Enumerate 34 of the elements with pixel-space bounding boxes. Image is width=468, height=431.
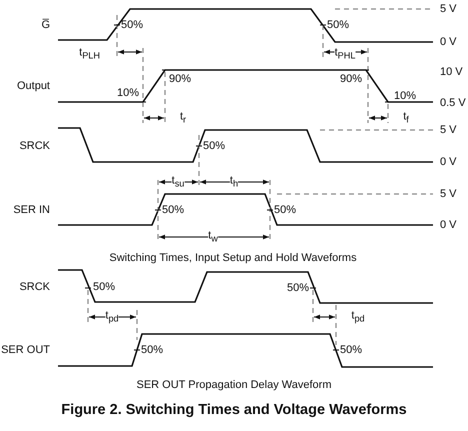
signal-name: Output: [16, 80, 50, 92]
voltage-level: 0 V: [440, 156, 457, 168]
voltage-level: 5 V: [440, 3, 457, 15]
signal-name: SRCK: [19, 140, 50, 152]
percent-label: 50%: [203, 140, 226, 152]
voltage-level: 5 V: [440, 124, 457, 136]
percent-label: 50%: [93, 281, 116, 293]
signal-name: SRCK: [19, 281, 50, 293]
signal-name: SER IN: [13, 204, 50, 216]
subcaption: Switching Times, Input Setup and Hold Waveforms: [109, 252, 357, 264]
voltage-level: 0.5 V: [440, 97, 466, 109]
signal-name: G̅: [41, 19, 50, 31]
timing-label: t$_{pd}$: [351, 309, 365, 325]
timing-label: t$_{su}$: [172, 174, 184, 190]
figure-caption: Figure 2. Switching Times and Voltage Waveforms: [61, 402, 407, 418]
timing-label: t$_{PLH}$: [79, 46, 100, 62]
subcaption: SER OUT Propagation Delay Waveform: [136, 379, 332, 391]
percent-label: 50%: [340, 344, 362, 356]
percent-label: 50%: [286, 282, 309, 294]
timing-label: t$_{pd}$: [105, 309, 119, 325]
percent-label: 50%: [162, 204, 184, 216]
percent-label: 10%: [394, 90, 416, 102]
percent-label: 10%: [116, 87, 139, 99]
percent-label: 90%: [340, 73, 362, 85]
voltage-level: 0 V: [440, 219, 457, 231]
percent-label: 50%: [121, 19, 144, 31]
percent-label: 50%: [327, 19, 350, 31]
percent-label: 90%: [169, 73, 192, 85]
voltage-level: 0 V: [440, 36, 457, 48]
percent-label: 50%: [141, 344, 164, 356]
voltage-level: 10 V: [440, 66, 463, 78]
percent-label: 50%: [274, 204, 296, 216]
signal-name: SER OUT: [1, 344, 50, 356]
voltage-level: 5 V: [440, 188, 457, 200]
